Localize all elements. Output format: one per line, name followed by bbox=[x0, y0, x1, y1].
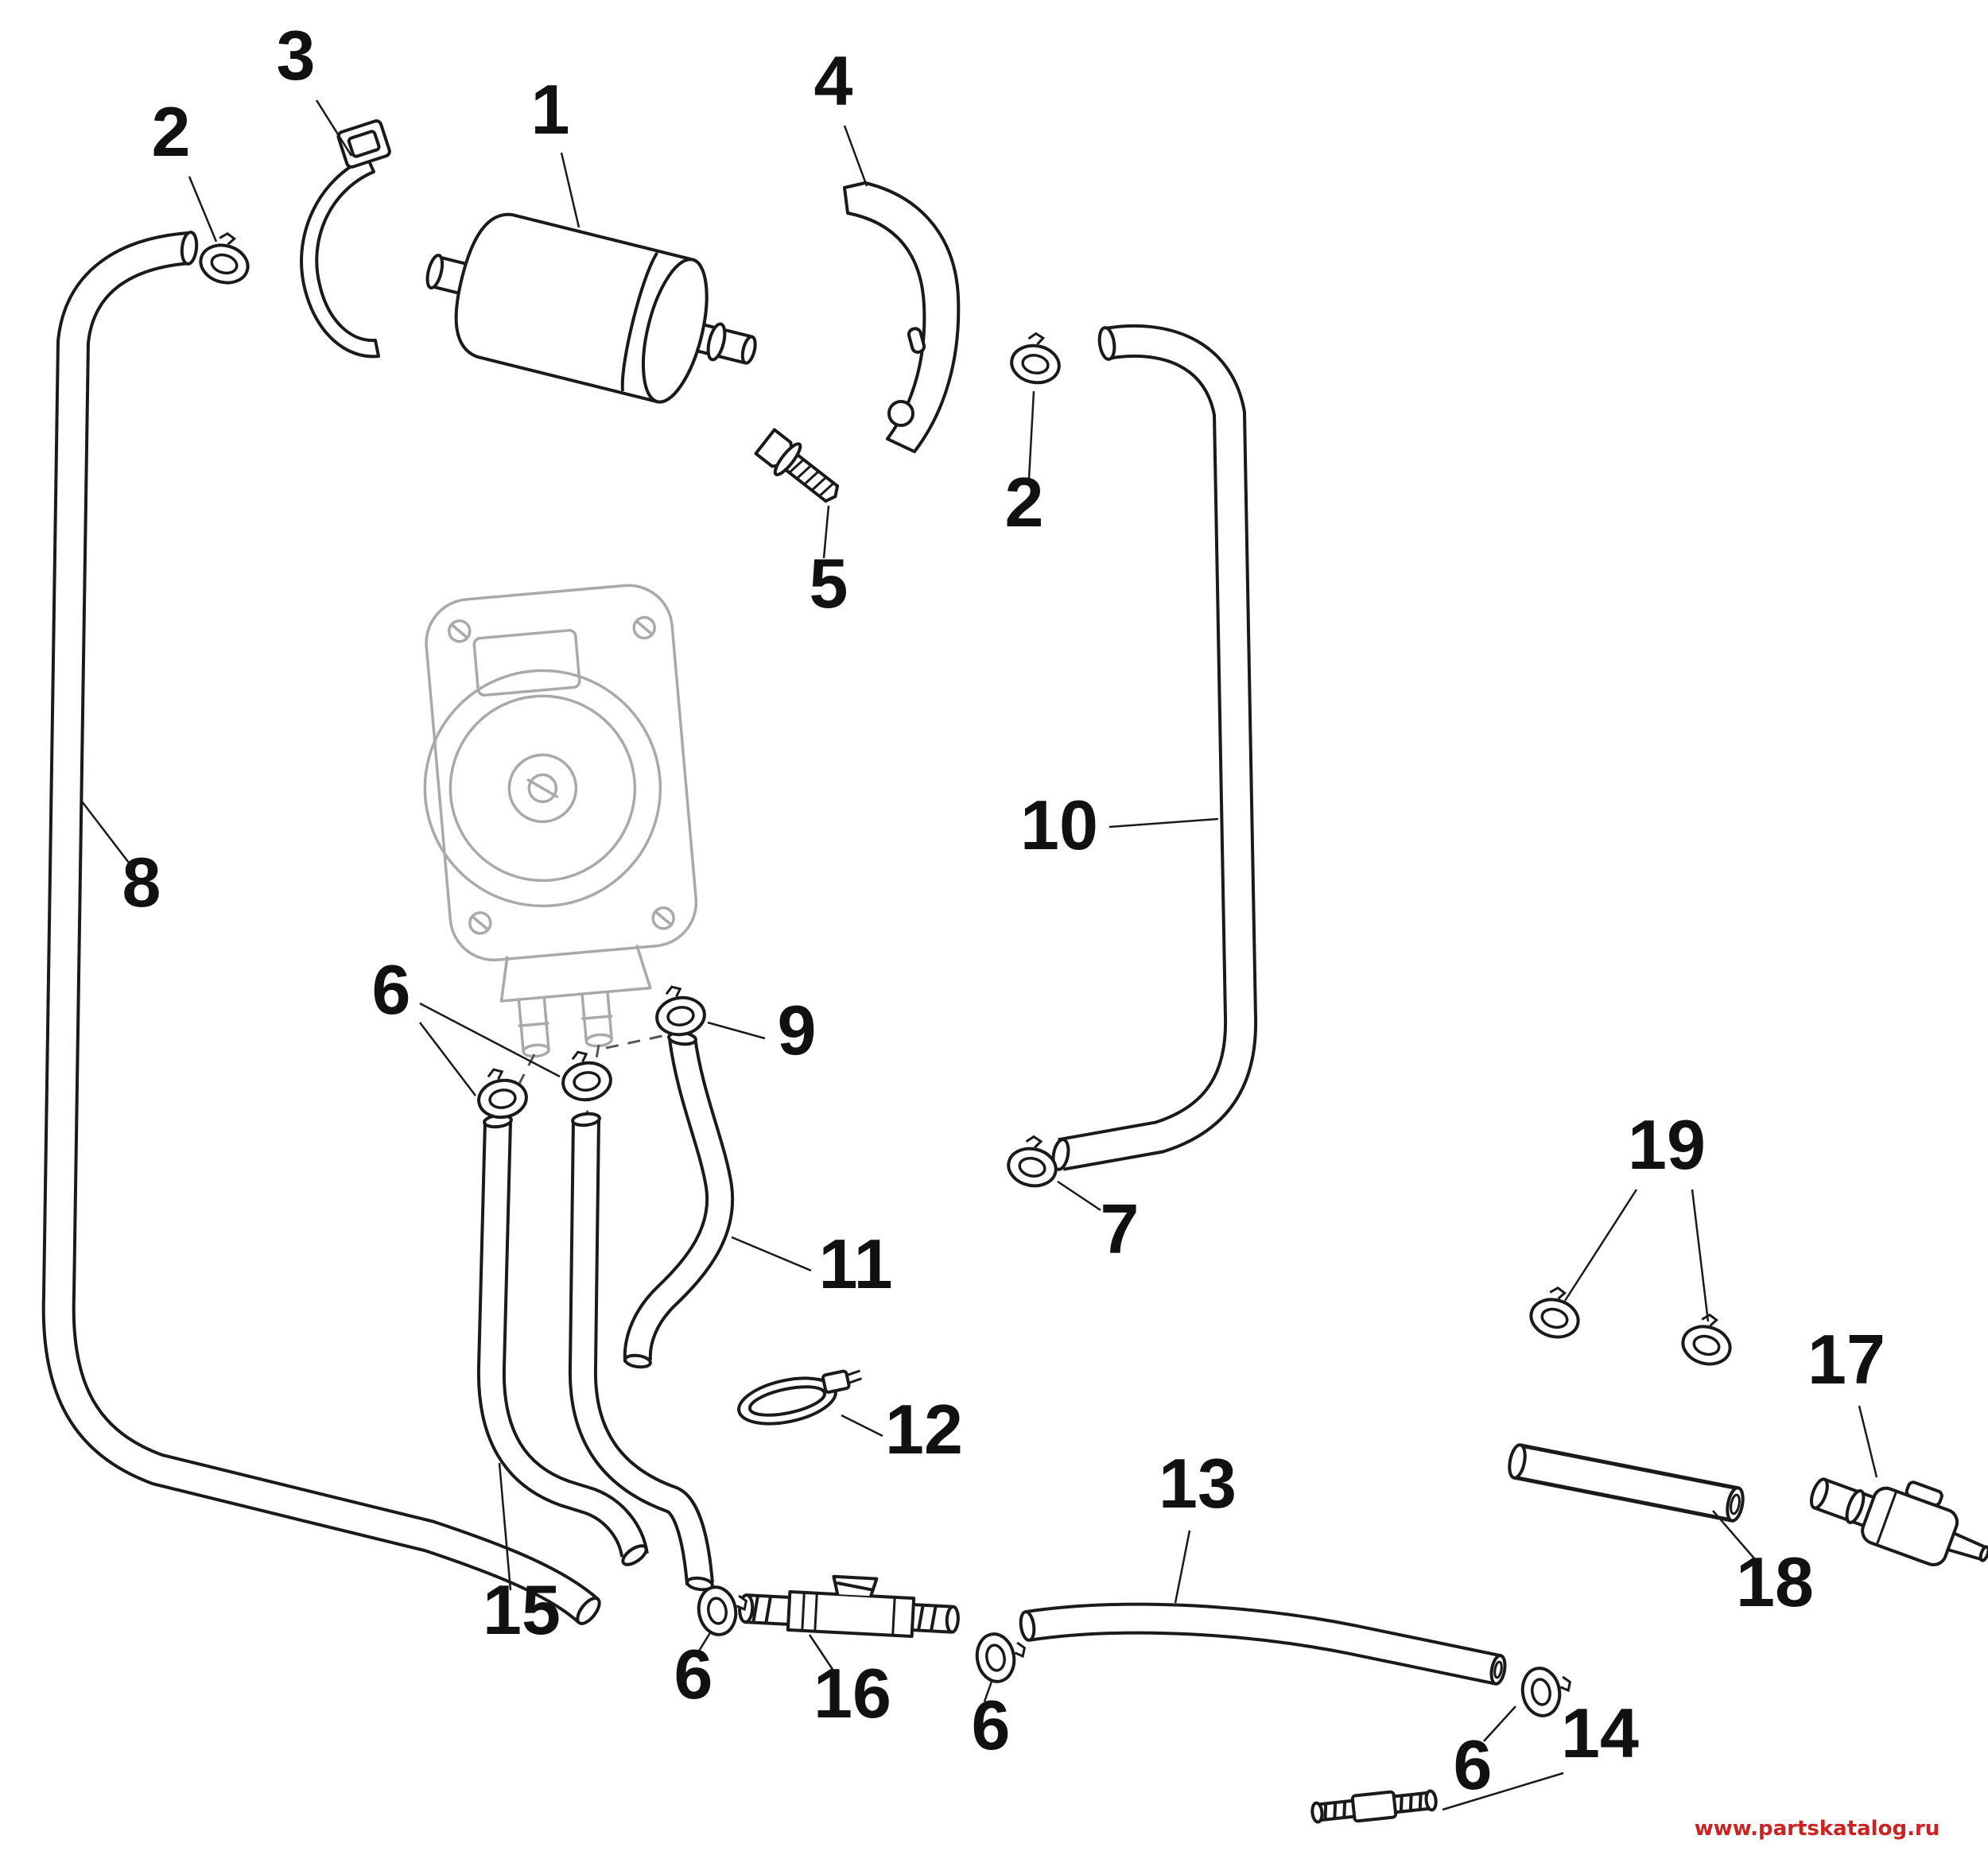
callout-6: 6 bbox=[372, 950, 411, 1029]
fuel-filter bbox=[425, 212, 757, 404]
leader-line-16 bbox=[808, 1634, 837, 1674]
callout-6: 6 bbox=[674, 1635, 713, 1713]
leader-line-5 bbox=[822, 505, 830, 559]
leader-line-15 bbox=[498, 1462, 512, 1591]
clamp-6 bbox=[557, 1046, 615, 1104]
callout-6: 6 bbox=[972, 1686, 1011, 1764]
hose-middle bbox=[568, 1112, 714, 1592]
leader-line-1 bbox=[560, 152, 580, 228]
leader-line-10 bbox=[1109, 817, 1219, 828]
bolt bbox=[754, 428, 840, 503]
leader-line-6 bbox=[983, 1678, 994, 1702]
leader-line-13 bbox=[1174, 1530, 1191, 1604]
leader-line-6 bbox=[1483, 1705, 1516, 1742]
leader-line-6 bbox=[419, 1002, 561, 1078]
callout-5: 5 bbox=[810, 544, 848, 623]
clamp-6 bbox=[473, 1064, 530, 1122]
leader-line-19 bbox=[1691, 1189, 1710, 1322]
barb-fitting bbox=[1310, 1789, 1438, 1824]
leader-line-6 bbox=[697, 1631, 712, 1653]
callout-17: 17 bbox=[1807, 1320, 1885, 1399]
hose-15 bbox=[476, 1113, 649, 1566]
clamp-7 bbox=[1003, 1131, 1064, 1192]
leader-line-17 bbox=[1858, 1405, 1878, 1478]
callout-16: 16 bbox=[813, 1654, 891, 1733]
leader-line-3 bbox=[315, 99, 353, 157]
callout-12: 12 bbox=[885, 1390, 963, 1469]
callout-7: 7 bbox=[1101, 1189, 1140, 1268]
clamp-6 bbox=[972, 1627, 1031, 1686]
leader-line-19 bbox=[1563, 1189, 1638, 1302]
callout-2: 2 bbox=[1005, 463, 1044, 541]
leader-line-4 bbox=[843, 125, 868, 187]
hose-13 bbox=[1019, 1602, 1507, 1686]
leader-line-11 bbox=[731, 1236, 812, 1272]
hose-18 bbox=[1508, 1443, 1745, 1523]
callout-9: 9 bbox=[778, 991, 817, 1069]
callout-13: 13 bbox=[1159, 1444, 1237, 1523]
leader-line-6 bbox=[419, 1022, 476, 1096]
callout-14: 14 bbox=[1561, 1694, 1639, 1772]
leader-line-2 bbox=[188, 176, 218, 243]
callout-11: 11 bbox=[818, 1224, 892, 1303]
callout-6: 6 bbox=[1454, 1725, 1493, 1804]
hose-8 bbox=[41, 231, 601, 1625]
fuel-pump-ghost bbox=[423, 584, 698, 1058]
leader-line-18 bbox=[1712, 1510, 1755, 1559]
quick-connector bbox=[1809, 1477, 1988, 1566]
callout-15: 15 bbox=[483, 1570, 561, 1649]
clamp-9 bbox=[651, 981, 709, 1039]
callout-3: 3 bbox=[277, 16, 316, 95]
clamp-2 bbox=[195, 227, 257, 289]
callout-19: 19 bbox=[1628, 1105, 1706, 1184]
band-clamp bbox=[737, 1369, 862, 1426]
leader-line-7 bbox=[1057, 1180, 1101, 1212]
clamp-2 bbox=[1007, 328, 1066, 388]
callout-1: 1 bbox=[531, 70, 570, 149]
leader-line-8 bbox=[81, 801, 130, 863]
callout-10: 10 bbox=[1020, 786, 1098, 864]
hose-11 bbox=[623, 1030, 735, 1369]
filter-bracket bbox=[843, 181, 961, 453]
watermark: www.partskatalog.ru bbox=[1695, 1817, 1940, 1841]
leader-line-12 bbox=[841, 1414, 883, 1438]
callout-2: 2 bbox=[152, 92, 191, 171]
leader-line-2 bbox=[1027, 390, 1035, 479]
clamp-strap bbox=[300, 119, 391, 359]
inline-fuel-fitting bbox=[738, 1574, 960, 1639]
callout-4: 4 bbox=[814, 41, 853, 120]
leader-line-9 bbox=[707, 1021, 766, 1040]
leader-line-14 bbox=[1442, 1771, 1564, 1811]
callout-8: 8 bbox=[122, 843, 161, 922]
clamp-19 bbox=[1525, 1281, 1587, 1344]
hose-10 bbox=[1051, 324, 1258, 1171]
callout-18: 18 bbox=[1736, 1542, 1814, 1621]
